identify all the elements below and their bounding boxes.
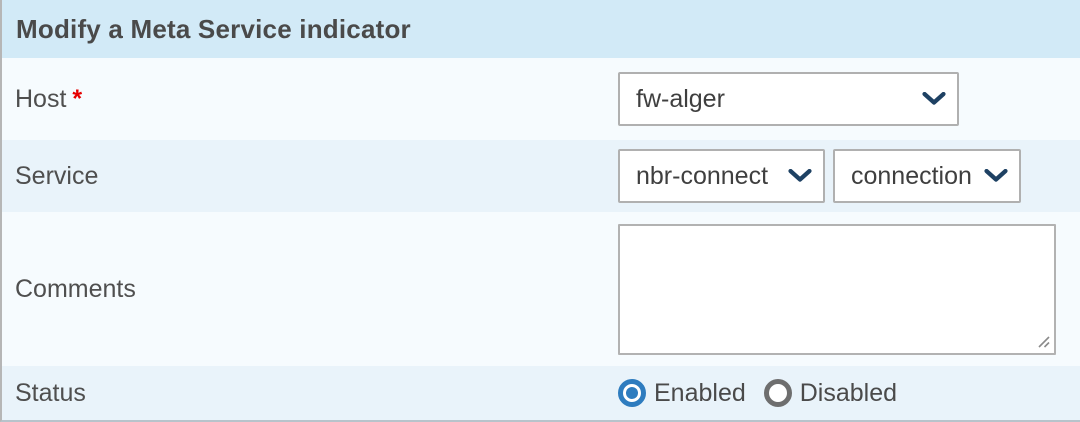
status-row: Status Enabled Disabled	[2, 366, 1080, 420]
host-label: Host	[15, 84, 67, 113]
status-label-cell: Status	[2, 379, 618, 408]
required-asterisk: *	[72, 84, 83, 113]
host-label-cell: Host*	[2, 85, 618, 114]
status-option-label: Enabled	[654, 378, 746, 407]
comments-textarea[interactable]	[618, 223, 1056, 355]
status-radio-group: Enabled Disabled	[618, 379, 897, 408]
comments-label: Comments	[15, 274, 136, 303]
status-option-label: Disabled	[799, 378, 898, 407]
radio-button-icon	[618, 379, 646, 407]
status-radio-disabled[interactable]: Disabled	[763, 378, 898, 408]
service-label-cell: Service	[2, 162, 618, 191]
comments-row: Comments	[2, 212, 1080, 366]
resize-grip-icon[interactable]	[1036, 334, 1051, 349]
form-header: Modify a Meta Service indicator	[2, 0, 1080, 58]
page-title: Modify a Meta Service indicator	[16, 13, 411, 44]
status-label: Status	[15, 378, 86, 407]
metric-select[interactable]: connection ()	[833, 149, 1021, 203]
service-select[interactable]: nbr-connect	[618, 149, 825, 203]
host-select[interactable]: fw-alger	[618, 72, 959, 126]
radio-button-icon	[763, 379, 792, 407]
comments-label-cell: Comments	[2, 275, 618, 304]
service-row: Service nbr-connect connection ()	[2, 140, 1080, 212]
status-radio-enabled[interactable]: Enabled	[618, 379, 746, 408]
host-row: Host* fw-alger	[2, 58, 1080, 140]
service-label: Service	[15, 161, 99, 190]
